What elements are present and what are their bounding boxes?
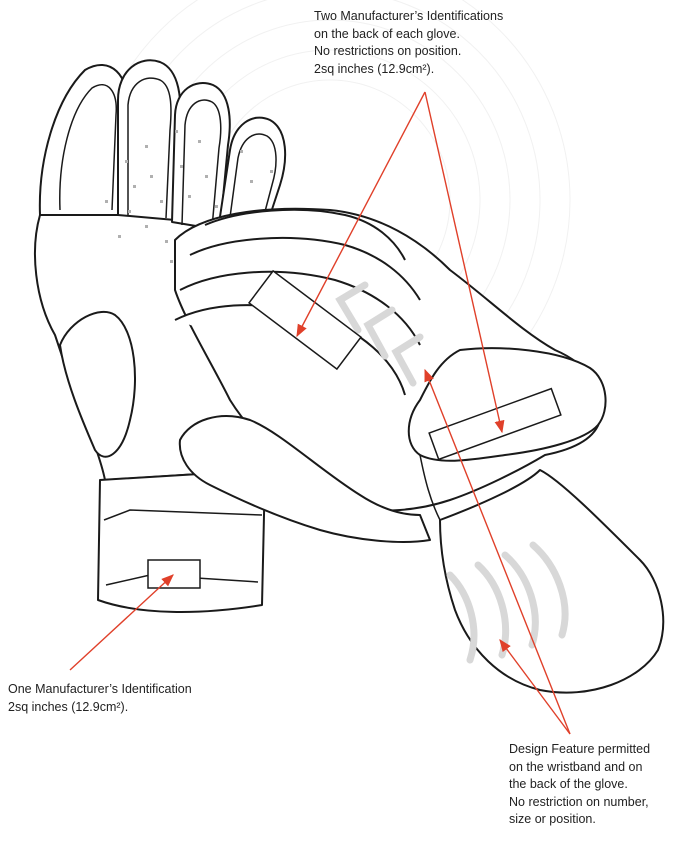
- note-line: One Manufacturer’s Identification: [8, 681, 192, 699]
- note-line: 2sq inches (12.9cm²).: [8, 699, 192, 717]
- front-identification-note: One Manufacturer’s Identification 2sq in…: [8, 681, 192, 716]
- note-line: No restrictions on position.: [314, 43, 503, 61]
- note-line: Two Manufacturer’s Identifications: [314, 8, 503, 26]
- note-line: 2sq inches (12.9cm²).: [314, 61, 503, 79]
- back-identification-note: Two Manufacturer’s Identifications on th…: [314, 8, 503, 78]
- note-line: on the back of each glove.: [314, 26, 503, 44]
- note-line: size or position.: [509, 811, 650, 829]
- right-glove: [175, 209, 663, 693]
- note-line: the back of the glove.: [509, 776, 650, 794]
- note-line: Design Feature permitted: [509, 741, 650, 759]
- front-id-box: [148, 560, 200, 588]
- design-feature-note: Design Feature permitted on the wristban…: [509, 741, 650, 829]
- note-line: on the wristband and on: [509, 759, 650, 777]
- note-line: No restriction on number,: [509, 794, 650, 812]
- left-glove-thumb: [60, 312, 135, 457]
